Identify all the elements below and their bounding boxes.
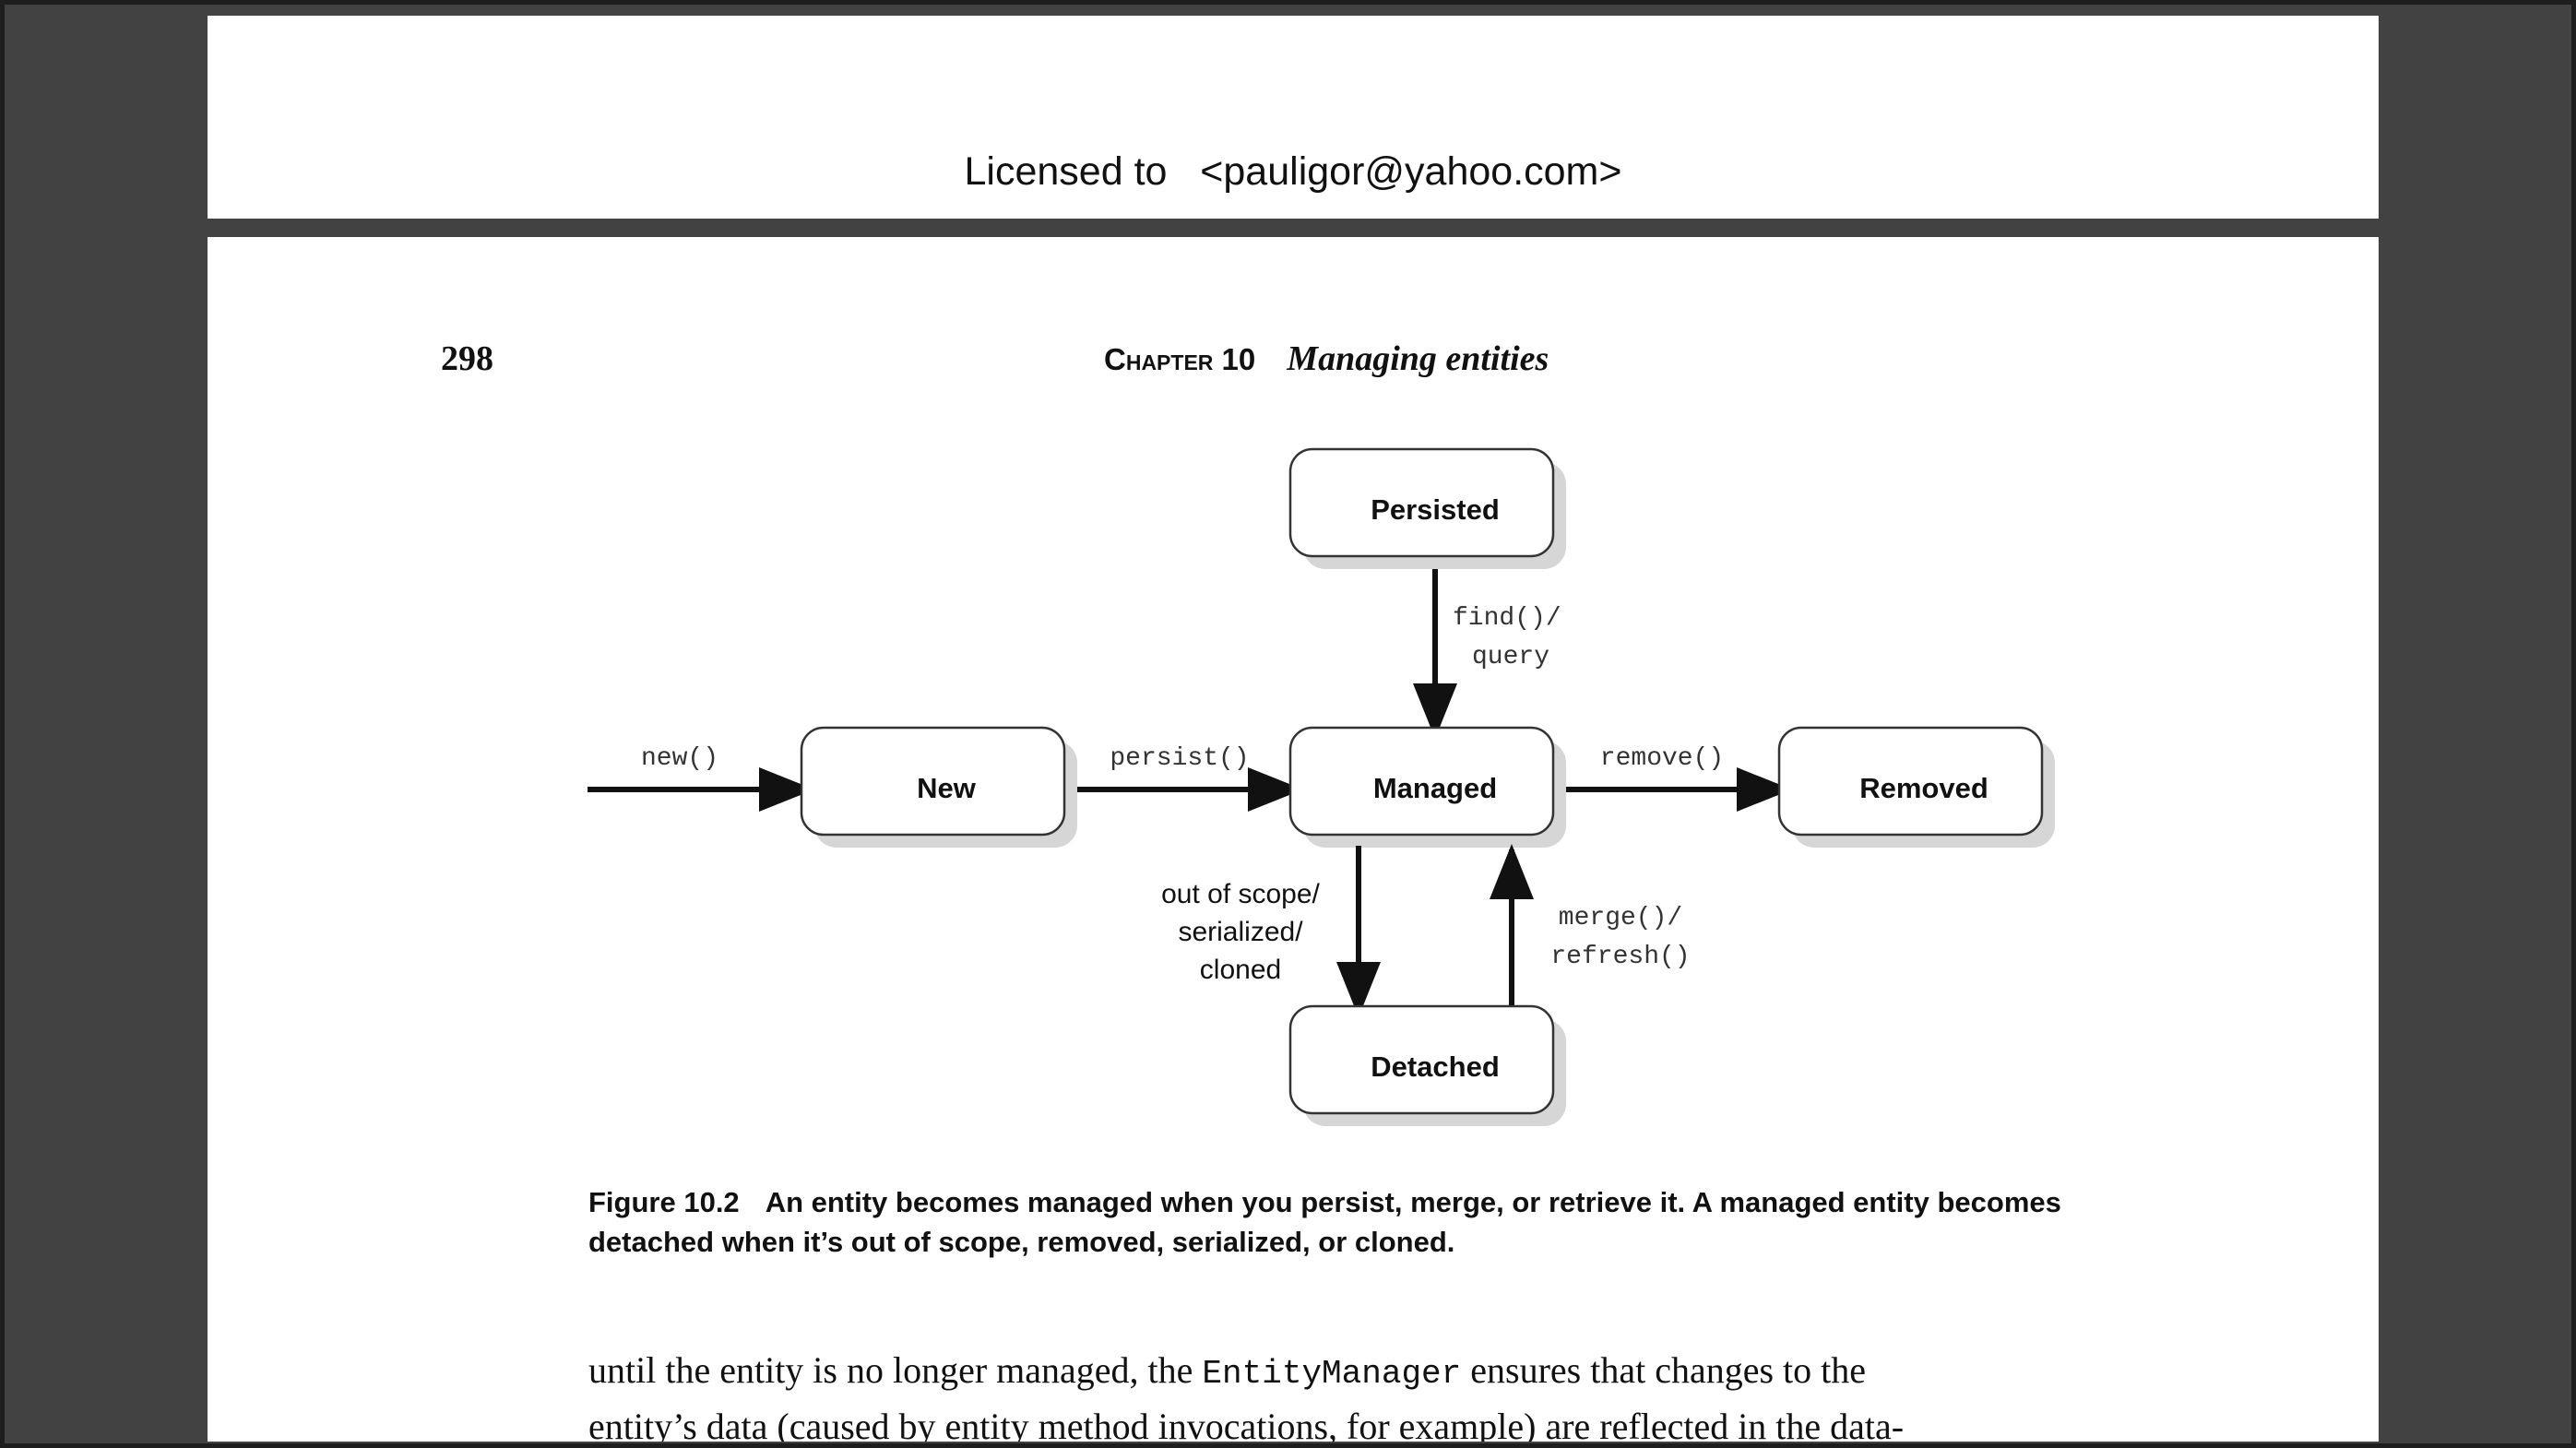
node-new bbox=[800, 726, 1066, 837]
edge-persist-label: persist() bbox=[1110, 744, 1249, 773]
edge-find-label-2: query bbox=[1472, 643, 1549, 671]
body-line-1-start: until the entity is no longer managed, t… bbox=[588, 1349, 1203, 1391]
figure-caption-label: Figure 10.2 bbox=[588, 1186, 740, 1218]
node-persisted bbox=[1288, 447, 1555, 558]
page-number: 298 bbox=[441, 339, 493, 378]
node-new-label: New bbox=[917, 772, 977, 804]
entity-lifecycle-diagram: Persisted New Managed Removed Detached n… bbox=[588, 447, 2055, 1126]
license-line: Licensed to <pauligor@yahoo.com> bbox=[208, 149, 2379, 195]
book-page: 298 Chapter 10 Managing entities bbox=[208, 237, 2379, 1442]
body-line-1-end: ensures that changes to the bbox=[1461, 1349, 1867, 1391]
edge-detach-label-1: out of scope/ bbox=[1161, 879, 1320, 909]
body-paragraph: until the entity is no longer managed, t… bbox=[588, 1344, 2119, 1442]
page-top-strip: Licensed to <pauligor@yahoo.com> bbox=[208, 16, 2379, 219]
node-persisted-label: Persisted bbox=[1371, 493, 1500, 526]
node-removed bbox=[1777, 726, 2044, 837]
body-line-2: entity’s data (caused by entity method i… bbox=[588, 1406, 1905, 1442]
edge-detach-label-2: serialized/ bbox=[1178, 917, 1303, 947]
edge-merge-label-2: refresh() bbox=[1550, 943, 1690, 971]
node-managed-label: Managed bbox=[1373, 772, 1497, 804]
node-detached-label: Detached bbox=[1371, 1050, 1500, 1083]
body-code-entitymanager: EntityManager bbox=[1202, 1355, 1462, 1393]
node-removed-label: Removed bbox=[1859, 772, 1988, 804]
transition-arrows bbox=[588, 569, 1792, 1017]
edge-merge-label-1: merge()/ bbox=[1559, 904, 1682, 932]
edge-detach-label-3: cloned bbox=[1200, 955, 1281, 985]
license-email: <pauligor@yahoo.com> bbox=[1200, 149, 1622, 194]
chapter-title: Managing entities bbox=[1287, 339, 1549, 378]
figure-caption-text: An entity becomes managed when you persi… bbox=[588, 1186, 2061, 1258]
license-prefix: Licensed to bbox=[964, 149, 1168, 194]
node-detached bbox=[1288, 1004, 1555, 1115]
edge-remove-label: remove() bbox=[1600, 744, 1724, 773]
edge-find-label-1: find()/ bbox=[1453, 604, 1561, 633]
edge-new-label: new() bbox=[641, 744, 718, 773]
running-head: Chapter 10 Managing entities bbox=[1104, 338, 1549, 379]
body-line-1: until the entity is no longer managed, t… bbox=[588, 1344, 2119, 1400]
node-managed bbox=[1288, 726, 1555, 837]
chapter-label: Chapter 10 bbox=[1104, 342, 1256, 376]
